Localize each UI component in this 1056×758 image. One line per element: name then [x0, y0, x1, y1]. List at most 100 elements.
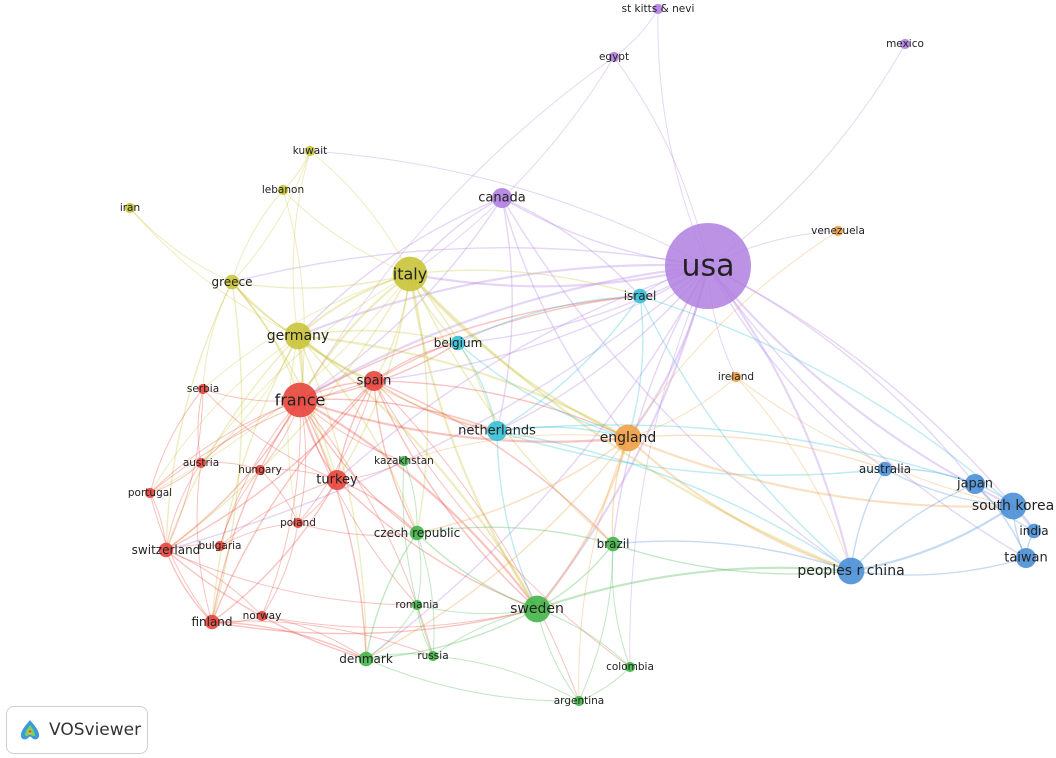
- link-england-venezuela: [627, 230, 839, 439]
- link-canada-china: [501, 197, 852, 572]
- node-finland[interactable]: [204, 614, 220, 630]
- node-label-norway: norway: [243, 610, 282, 622]
- links-layer: [129, 8, 1035, 702]
- node-australia[interactable]: [877, 461, 893, 477]
- node-norway[interactable]: [256, 610, 268, 622]
- link-france-russia: [299, 399, 434, 657]
- link-stkitts-egypt: [613, 8, 659, 58]
- link-france-denmark: [299, 399, 367, 660]
- link-serbia-switzerland: [165, 388, 204, 551]
- node-netherlands[interactable]: [486, 420, 508, 442]
- node-label-finland: finland: [191, 615, 232, 629]
- node-label-russia: russia: [417, 650, 448, 662]
- link-france-sweden: [299, 399, 538, 610]
- link-czech-brazil: [416, 526, 614, 545]
- link-serbia-austria: [197, 388, 204, 464]
- node-switzerland[interactable]: [158, 542, 174, 558]
- link-germany-poland: [287, 335, 299, 524]
- link-greece-iran: [129, 207, 233, 283]
- node-label-israel: israel: [624, 289, 657, 303]
- node-bulgaria[interactable]: [214, 540, 226, 552]
- node-southkorea[interactable]: [999, 492, 1027, 520]
- node-label-portugal: portugal: [128, 487, 172, 499]
- link-canada-france: [299, 197, 503, 401]
- node-label-romania: romania: [395, 599, 438, 611]
- link-norway-denmark: [261, 615, 367, 660]
- node-kazakhstan[interactable]: [398, 455, 410, 467]
- node-serbia[interactable]: [197, 383, 209, 395]
- link-usa-switzerland: [165, 265, 709, 551]
- link-canada-england: [501, 197, 629, 439]
- link-egypt-italy: [409, 56, 615, 275]
- node-colombia[interactable]: [624, 661, 636, 673]
- node-label-venezuela: venezuela: [811, 225, 865, 237]
- node-iran[interactable]: [124, 202, 136, 214]
- node-kuwait[interactable]: [304, 145, 316, 157]
- link-iran-germany: [129, 207, 299, 337]
- link-brazil-argentina: [578, 543, 614, 702]
- node-usa[interactable]: [664, 222, 752, 310]
- link-russia-argentina: [432, 655, 580, 702]
- node-lebanon[interactable]: [277, 184, 289, 196]
- link-spain-turkey: [336, 380, 375, 481]
- node-austria[interactable]: [195, 457, 207, 469]
- node-india[interactable]: [1026, 523, 1042, 539]
- node-label-usa: usa: [681, 249, 734, 284]
- link-israel-china: [639, 295, 852, 572]
- link-usa-china: [707, 265, 853, 572]
- node-france[interactable]: [282, 382, 318, 418]
- node-denmark[interactable]: [358, 651, 374, 667]
- link-finland-sweden: [211, 608, 538, 635]
- node-stkitts[interactable]: [652, 3, 664, 15]
- link-usa-colombia: [629, 265, 709, 668]
- node-brazil[interactable]: [605, 536, 621, 552]
- node-mexico[interactable]: [899, 38, 911, 50]
- node-israel[interactable]: [632, 288, 648, 304]
- link-canada-netherlands: [496, 197, 513, 432]
- node-venezuela[interactable]: [832, 225, 844, 237]
- node-portugal[interactable]: [144, 487, 156, 499]
- node-ireland[interactable]: [730, 371, 742, 383]
- link-turkey-sweden: [336, 479, 538, 610]
- link-netherlands-sweden: [496, 430, 538, 610]
- node-turkey[interactable]: [326, 469, 348, 491]
- node-spain[interactable]: [363, 370, 385, 392]
- node-label-bulgaria: bulgaria: [198, 540, 241, 552]
- node-argentina[interactable]: [573, 695, 585, 707]
- node-romania[interactable]: [411, 599, 423, 611]
- link-spain-netherlands: [373, 380, 498, 432]
- link-spain-poland: [297, 380, 375, 524]
- node-taiwan[interactable]: [1015, 547, 1037, 569]
- node-russia[interactable]: [427, 650, 439, 662]
- link-belgium-england: [457, 342, 629, 439]
- link-czech-sweden: [416, 532, 538, 610]
- node-italy[interactable]: [392, 256, 428, 292]
- node-czech[interactable]: [409, 525, 425, 541]
- link-spain-israel: [373, 295, 641, 382]
- node-belgium[interactable]: [450, 335, 466, 351]
- node-sweden[interactable]: [523, 595, 551, 623]
- node-label-switzerland: switzerland: [132, 543, 201, 557]
- node-label-mexico: mexico: [886, 38, 924, 50]
- link-serbia-portugal: [149, 388, 204, 494]
- node-china[interactable]: [837, 557, 865, 585]
- node-egypt[interactable]: [608, 51, 620, 63]
- link-turkey-serbia: [202, 388, 338, 481]
- link-england-kazakhstan: [403, 434, 629, 462]
- link-netherlands-china: [496, 430, 852, 572]
- node-canada[interactable]: [491, 187, 513, 209]
- node-label-stkitts: st kitts & nevi: [622, 3, 695, 15]
- link-france-switzerland: [165, 399, 301, 551]
- node-japan[interactable]: [964, 473, 986, 495]
- link-kuwait-germany: [292, 150, 311, 337]
- node-greece[interactable]: [224, 274, 240, 290]
- vosviewer-brand: VOSviewer: [6, 706, 148, 754]
- node-germany[interactable]: [284, 322, 312, 350]
- node-england[interactable]: [614, 424, 642, 452]
- node-poland[interactable]: [292, 517, 304, 529]
- link-germany-netherlands: [297, 335, 498, 432]
- link-ireland-southkorea: [735, 376, 1014, 507]
- node-hungary[interactable]: [254, 464, 266, 476]
- link-italy-brazil: [409, 273, 614, 545]
